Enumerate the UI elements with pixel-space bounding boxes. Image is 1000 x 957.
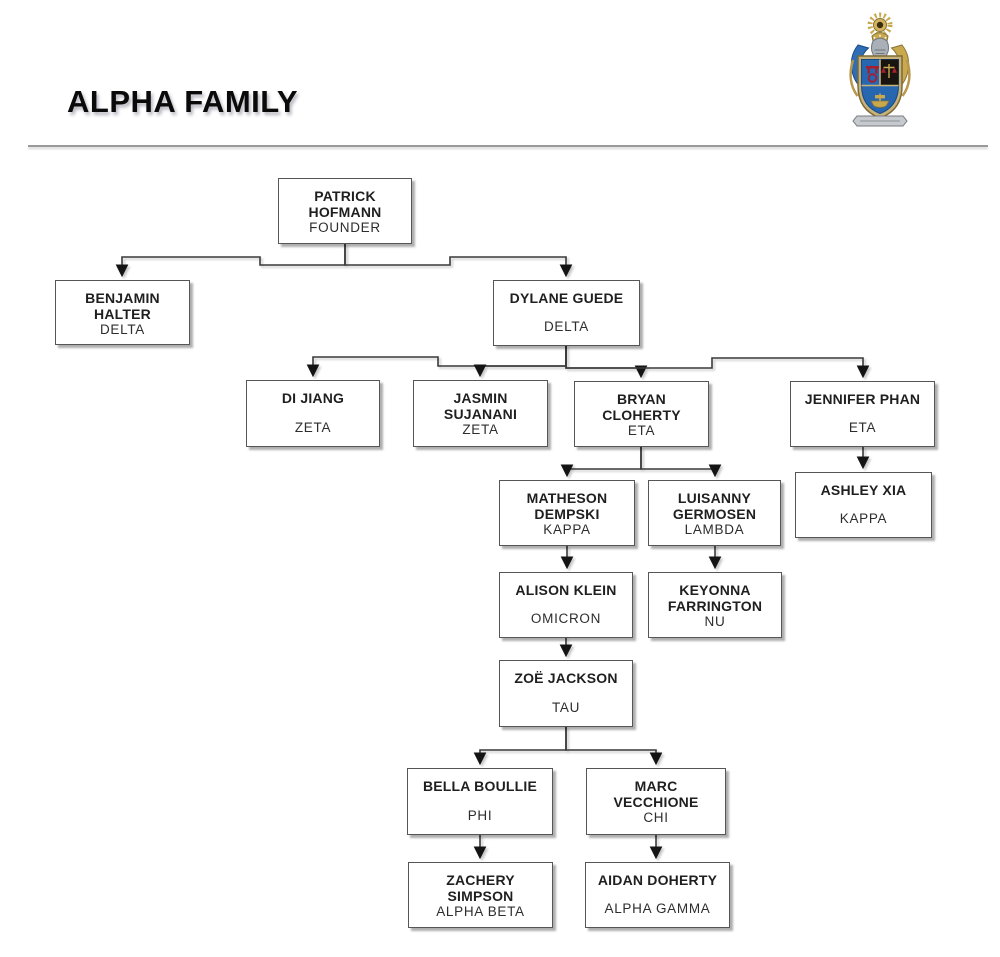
- member-pledge-class: FOUNDER: [309, 220, 381, 236]
- connector-dylane-jennifer: [565, 346, 870, 379]
- member-pledge-class: DELTA: [543, 319, 589, 334]
- member-node-ashley-xia: ASHLEY XIA KAPPA: [795, 472, 932, 538]
- crest-ship-glyph: [870, 93, 890, 108]
- member-pledge-class: KAPPA: [543, 522, 591, 538]
- connector-dylane-dijiang: [306, 346, 567, 378]
- connector-zoe-marc: [565, 727, 663, 766]
- member-node-dylane-guede: DYLANE GUEDE DELTA: [493, 280, 640, 346]
- member-node-di-jiang: DI JIANG ZETA: [246, 380, 380, 447]
- connector-zoe-bella: [473, 727, 567, 766]
- member-pledge-class: ZETA: [462, 422, 499, 438]
- member-pledge-class: DELTA: [99, 322, 145, 338]
- member-node-zoe-jackson: ZOË JACKSON TAU: [499, 660, 633, 727]
- member-node-zachery-simpson: ZACHERY SIMPSON ALPHA BETA: [408, 862, 553, 928]
- crest-laurel-right: [901, 59, 911, 97]
- crest-scales-glyph: [880, 64, 898, 78]
- member-name: JENNIFER PHAN: [804, 391, 921, 407]
- member-name: ASHLEY XIA: [820, 482, 907, 498]
- connector-bryan-luisanny: [640, 447, 722, 478]
- member-pledge-class: KAPPA: [839, 511, 888, 526]
- member-name: ALISON KLEIN: [515, 582, 617, 598]
- member-name: AIDAN DOHERTY: [597, 872, 718, 888]
- connector-patrick-dylane: [344, 244, 573, 278]
- member-pledge-class: PHI: [467, 808, 493, 823]
- member-name: JASMIN SUJANANI: [443, 390, 518, 423]
- member-pledge-class: TAU: [551, 700, 581, 715]
- member-node-patrick-hofmann: PATRICK HOFMANN FOUNDER: [278, 178, 412, 244]
- connector-dylane-jasmin: [473, 346, 567, 378]
- member-name: MARC VECCHIONE: [613, 778, 699, 811]
- member-pledge-class: ETA: [848, 420, 877, 435]
- connector-bryan-matheson: [560, 447, 642, 478]
- member-node-matheson-dempski: MATHESON DEMPSKI KAPPA: [499, 480, 635, 546]
- member-pledge-class: ZETA: [294, 420, 332, 435]
- fraternity-crest-icon: [849, 12, 911, 127]
- member-node-keyonna-farrington: KEYONNA FARRINGTON NU: [648, 572, 782, 638]
- member-name: PATRICK HOFMANN: [308, 188, 382, 221]
- member-node-marc-vecchione: MARC VECCHIONE CHI: [586, 768, 726, 835]
- member-pledge-class: NU: [704, 614, 726, 630]
- member-pledge-class: ALPHA BETA: [436, 904, 525, 920]
- member-name: DI JIANG: [281, 390, 345, 406]
- member-node-aidan-doherty: AIDAN DOHERTY ALPHA GAMMA: [585, 862, 730, 928]
- member-pledge-class: ALPHA GAMMA: [604, 901, 711, 916]
- member-pledge-class: ETA: [627, 423, 656, 439]
- member-node-bryan-cloherty: BRYAN CLOHERTY ETA: [574, 381, 709, 447]
- member-node-benjamin-halter: BENJAMIN HALTER DELTA: [55, 280, 190, 345]
- member-name: LUISANNY GERMOSEN: [672, 490, 757, 523]
- member-node-jasmin-sujanani: JASMIN SUJANANI ZETA: [413, 380, 548, 447]
- member-name: BRYAN CLOHERTY: [602, 391, 681, 424]
- member-name: MATHESON DEMPSKI: [526, 490, 608, 523]
- page-title: ALPHA FAMILY: [67, 84, 299, 119]
- member-pledge-class: OMICRON: [530, 611, 602, 626]
- header-divider: [28, 145, 988, 147]
- member-node-luisanny-germosen: LUISANNY GERMOSEN LAMBDA: [648, 480, 781, 546]
- member-node-alison-klein: ALISON KLEIN OMICRON: [499, 572, 633, 638]
- member-node-bella-boullie: BELLA BOULLIE PHI: [407, 768, 553, 835]
- connector-patrick-benjamin: [115, 244, 346, 278]
- member-name: KEYONNA FARRINGTON: [667, 582, 763, 615]
- member-name: BELLA BOULLIE: [422, 778, 538, 794]
- member-node-jennifer-phan: JENNIFER PHAN ETA: [790, 381, 935, 447]
- connector-dylane-bryan: [565, 346, 648, 379]
- member-name: DYLANE GUEDE: [509, 290, 624, 306]
- member-name: BENJAMIN HALTER: [85, 290, 160, 323]
- member-pledge-class: LAMBDA: [684, 522, 745, 538]
- member-pledge-class: CHI: [643, 810, 669, 826]
- crest-laurel-left: [849, 59, 859, 97]
- crest-table-glyph: [866, 66, 879, 83]
- member-name: ZOË JACKSON: [514, 670, 618, 686]
- member-name: ZACHERY SIMPSON: [446, 872, 515, 905]
